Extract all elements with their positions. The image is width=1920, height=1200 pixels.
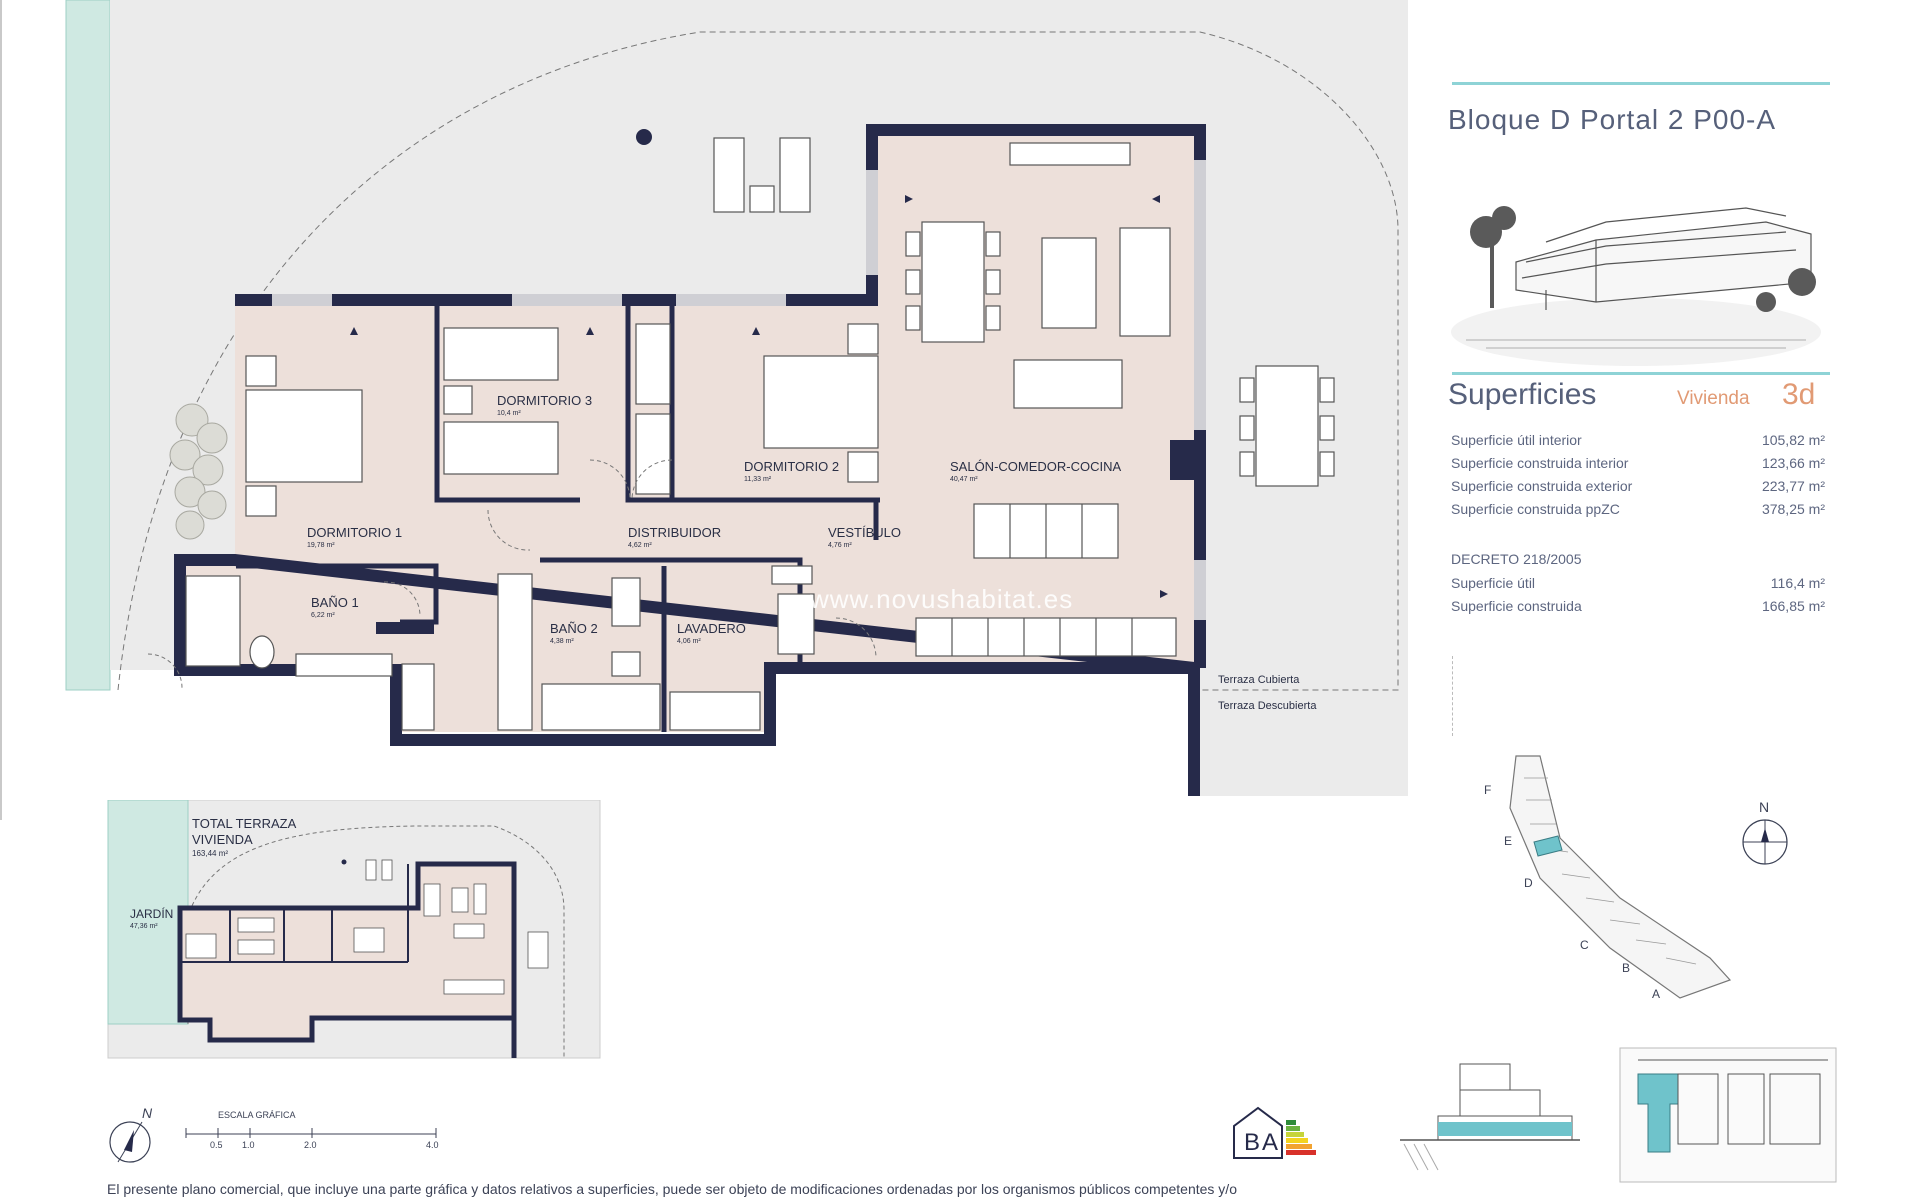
disclaimer-text: El presente plano comercial, que incluye… (107, 1181, 1237, 1197)
main-floor-plan: DORMITORIO 3 10,4 m² DORMITORIO 2 11,33 … (0, 0, 1408, 820)
north-label: N (1759, 799, 1769, 815)
decreto-row: Superficie construida 166,85 m² (1451, 598, 1825, 614)
surface-row-value: 123,66 m² (1761, 455, 1825, 471)
block-label-c: C (1580, 938, 1589, 952)
block-label-e: E (1504, 834, 1512, 848)
decreto-row-label: Superficie construida (1451, 598, 1582, 614)
room-area-dormitorio-2: 11,33 m² (744, 476, 772, 483)
energy-letter: A (1262, 1129, 1278, 1156)
room-name-bano-1: BAÑO 1 (311, 595, 359, 610)
mini-garden (107, 800, 189, 1025)
room-name-bano-2: BAÑO 2 (550, 621, 598, 636)
decreto-row-label: Superficie útil (1451, 575, 1536, 591)
room-name-dormitorio-3: DORMITORIO 3 (497, 393, 592, 408)
scale-bar: ESCALA GRÁFICA 0.5 1.0 2.0 4.0 (185, 1110, 439, 1150)
room-area-lavadero: 4,06 m² (677, 638, 701, 645)
surface-row-value: 378,25 m² (1761, 501, 1825, 517)
section-diagram (1400, 1063, 1580, 1171)
site-plan-diagram: F E D C B A (1484, 755, 1732, 1001)
energy-letter: B (1244, 1129, 1260, 1156)
building-sketch-image (1451, 206, 1821, 366)
room-area-bano-2: 4,38 m² (550, 638, 574, 645)
room-name-salon: SALÓN-COMEDOR-COCINA (950, 459, 1122, 474)
decreto-row-value: 116,4 m² (1770, 575, 1825, 591)
mini-floor-plan: TOTAL TERRAZA VIVIENDA 163,44 m² JARDÍN … (107, 800, 601, 1059)
block-label-f: F (1484, 783, 1491, 797)
room-area-salon: 40,47 m² (950, 476, 978, 483)
surface-row: Superficie construida ppZC 378,25 m² (1451, 501, 1825, 517)
room-name-dormitorio-2: DORMITORIO 2 (744, 459, 839, 474)
jardin-label: JARDÍN (130, 906, 173, 921)
total-terraza-line1: TOTAL TERRAZA (192, 816, 297, 831)
superficies-heading: Superficies (1448, 378, 1597, 411)
page-title: Bloque D Portal 2 P00-A (1448, 104, 1777, 135)
energy-rating-icon: B A (1233, 1106, 1316, 1159)
surface-row: Superficie construida exterior 223,77 m² (1451, 478, 1825, 494)
vivienda-label: Vivienda (1677, 388, 1750, 409)
divider (1452, 656, 1454, 736)
label-terraza-descubierta: Terraza Descubierta (1218, 700, 1317, 712)
accent-line-middle (1452, 372, 1830, 375)
total-terraza-line2: VIVIENDA (192, 832, 253, 847)
surface-row-label: Superficie construida ppZC (1451, 501, 1620, 517)
decreto-title: DECRETO 218/2005 (1451, 551, 1582, 567)
decreto-row-value: 166,85 m² (1761, 598, 1825, 614)
room-area-distribuidor: 4,62 m² (628, 542, 652, 549)
room-name-dormitorio-1: DORMITORIO 1 (307, 525, 402, 540)
room-labels: DORMITORIO 3 10,4 m² DORMITORIO 2 11,33 … (307, 393, 1122, 645)
room-name-vestibulo: VESTÍBULO (828, 525, 901, 540)
surface-row-label: Superficie construida exterior (1451, 478, 1633, 494)
room-area-vestibulo: 4,76 m² (828, 542, 852, 549)
surface-row: Superficie construida interior 123,66 m² (1451, 455, 1825, 471)
surface-row-value: 105,82 m² (1761, 432, 1825, 448)
room-name-lavadero: LAVADERO (677, 621, 746, 636)
room-area-dormitorio-3: 10,4 m² (497, 410, 521, 417)
scale-tick: 4.0 (426, 1140, 439, 1150)
total-terraza-area: 163,44 m² (192, 849, 228, 858)
scale-tick: 0.5 (210, 1140, 223, 1150)
block-label-b: B (1622, 961, 1630, 975)
block-label-a: A (1652, 987, 1660, 1001)
label-terraza-cubierta: Terraza Cubierta (1218, 674, 1300, 686)
north-compass-icon: N (109, 1105, 153, 1163)
north-compass-icon: N (1742, 799, 1788, 865)
room-name-distribuidor: DISTRIBUIDOR (628, 525, 721, 540)
watermark: www.novushabitat.es (810, 584, 1074, 614)
plants-icon (169, 403, 228, 540)
key-plan-diagram (1619, 1047, 1837, 1183)
decreto-row: Superficie útil 116,4 m² (1451, 575, 1825, 591)
surface-row-label: Superficie construida interior (1451, 455, 1629, 471)
block-label-d: D (1524, 876, 1533, 890)
room-area-dormitorio-1: 19,78 m² (307, 542, 335, 549)
site-highlight-unit (1533, 835, 1563, 857)
accent-line-top (1452, 82, 1830, 85)
room-area-bano-1: 6,22 m² (311, 612, 335, 619)
scale-tick: 1.0 (242, 1140, 255, 1150)
vivienda-value: 3d (1782, 378, 1816, 411)
surface-row: Superficie útil interior 105,82 m² (1451, 432, 1825, 448)
garden-strip (65, 0, 111, 691)
north-label: N (142, 1105, 153, 1121)
scale-tick: 2.0 (304, 1140, 317, 1150)
scale-label: ESCALA GRÁFICA (218, 1110, 296, 1120)
jardin-area: 47,36 m² (130, 923, 158, 930)
surface-row-value: 223,77 m² (1761, 478, 1825, 494)
surface-row-label: Superficie útil interior (1451, 432, 1582, 448)
